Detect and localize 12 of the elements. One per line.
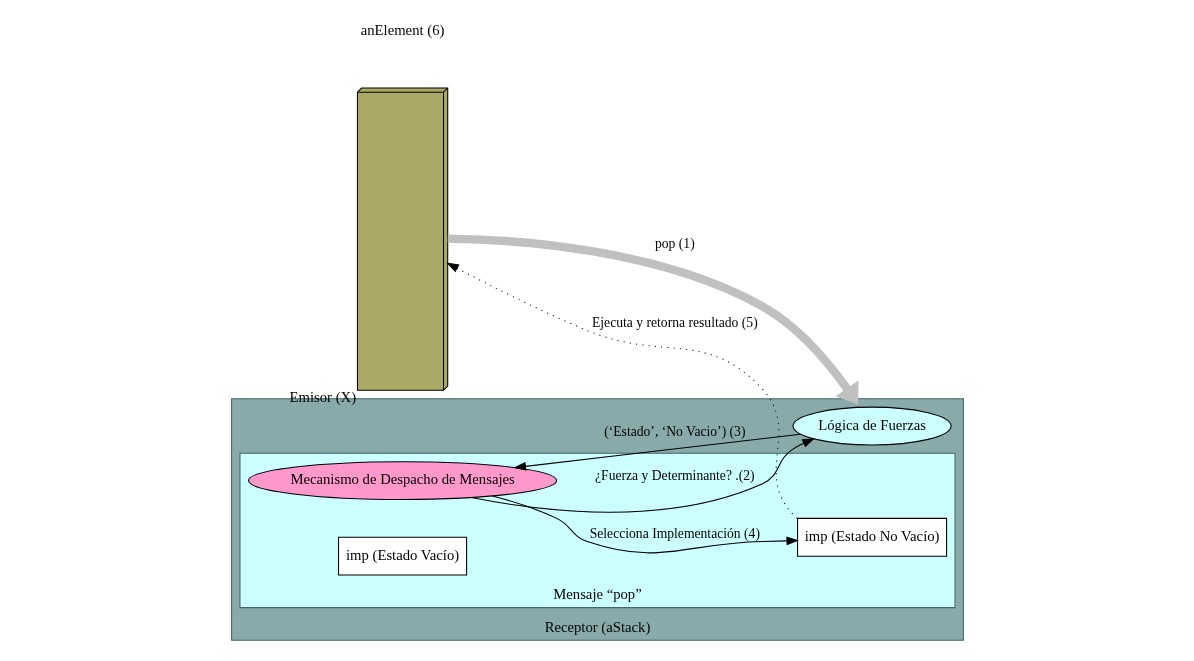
node-box: imp (Estado Vacío) [337, 536, 467, 576]
arrow [491, 495, 799, 554]
node-box: imp (Estado No Vacío) [796, 517, 947, 557]
arrow [470, 438, 815, 513]
edge-label: (‘Estado’, ‘No Vacio’) (3) [603, 423, 745, 439]
edge-label: Ejecuta y retorna resultado (5) [591, 314, 758, 330]
label: anElement (6) [360, 22, 444, 39]
edge-label: pop (1) [654, 235, 695, 251]
edge-label: Selecciona Implementación (4) [589, 525, 760, 541]
arrow [447, 234, 858, 405]
arrow [512, 433, 801, 471]
edge-label: ¿Fuerza y Determinante? .(2) [594, 467, 755, 483]
